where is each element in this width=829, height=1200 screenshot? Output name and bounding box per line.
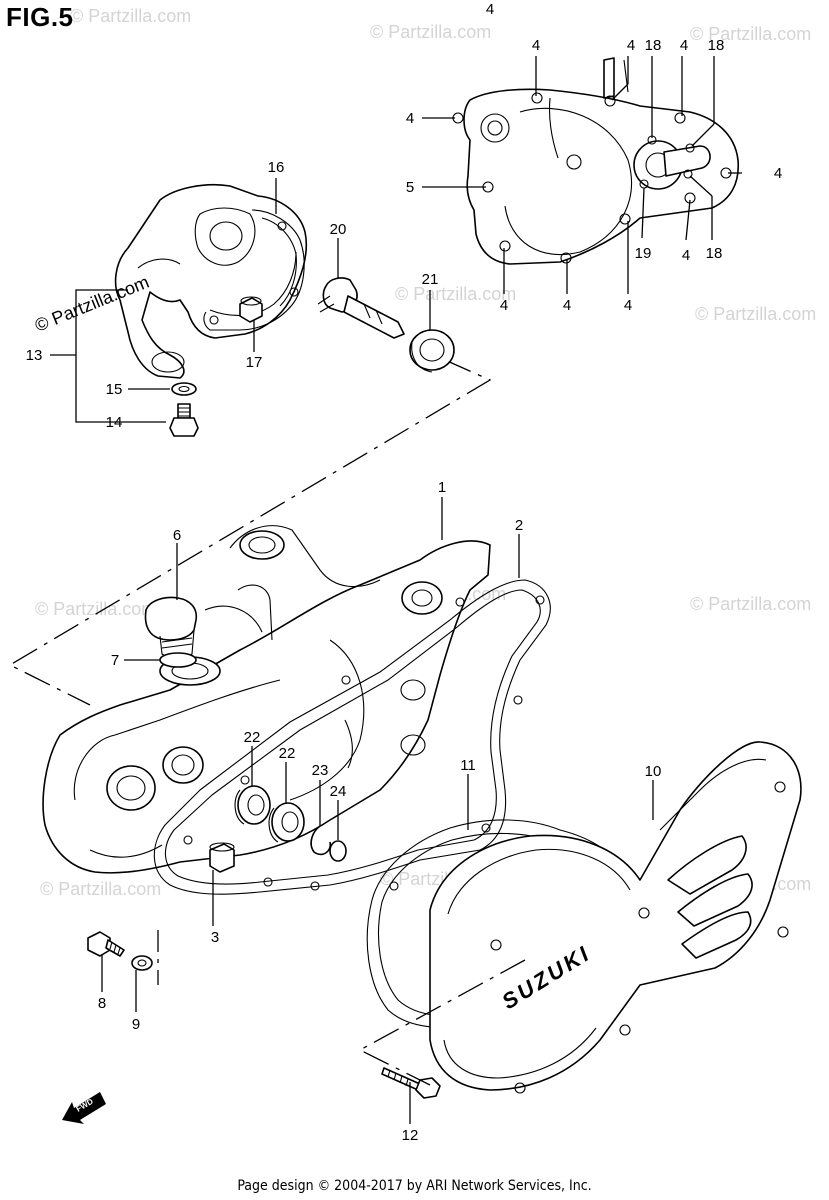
pump-cover-gasket [203,209,305,331]
callout-label: 4 [532,37,540,54]
callout-label: 8 [98,995,106,1012]
callout-label: 1 [438,479,446,496]
impeller-shaft-20 [317,277,405,339]
callout-label: 23 [312,762,329,779]
dowel-pin-3 [209,842,235,873]
figure-title: FIG.5 [6,2,74,32]
watermark-text: © Partzilla.com [395,284,516,304]
water-pump-cover [114,183,308,379]
watermark-text: © Partzilla.com [690,594,811,614]
bolt-12 [381,1067,441,1099]
callout-label: 4 [624,297,632,314]
callout-label: 11 [460,757,476,774]
o-ring-24 [329,840,347,862]
leader-lines [50,56,742,1124]
callout-label: 20 [330,221,347,238]
watermark-text: © Partzilla.com [695,304,816,324]
watermark-text: © Partzilla.com [370,22,491,42]
callout-label: 4 [406,110,414,127]
callout-label: 4 [680,37,688,54]
callout-label: 4 [486,1,494,18]
callout-label: 19 [635,245,652,262]
callout-label: 7 [111,652,119,669]
callout-label: 18 [708,37,725,54]
callout-label: 14 [106,414,123,431]
page-footer: Page design © 2004-2017 by ARI Network S… [237,1178,592,1194]
callout-label: 22 [244,729,261,746]
callout-label: 17 [246,354,263,371]
watermark-text: © Partzilla.com [70,6,191,26]
oil-seal-21 [409,329,455,373]
callout-label: 2 [515,517,523,534]
fwd-arrow-icon: FWD [62,1092,106,1124]
bearing-22-a [234,785,271,825]
callout-label: 22 [279,745,296,762]
callout-label: 4 [627,37,635,54]
callout-label: 12 [402,1127,419,1144]
callout-label: 18 [706,245,723,262]
callout-label: 3 [211,929,219,946]
callout-label: 10 [645,763,662,780]
assembly-line [8,359,492,706]
oil-filler-cap-6 [144,596,198,660]
washer-9 [131,955,153,971]
callout-label: 21 [422,271,439,288]
callout-label: 16 [268,159,285,176]
o-ring-7 [159,652,197,668]
watermark-text: © Partzilla.com [35,599,156,619]
callout-labels: 4 4 18 4 18 4 4 5 19 4 18 4 4 4 16 20 21… [26,1,783,1144]
callout-label: 4 [682,247,690,264]
watermark-text: © Partzilla.com [40,879,161,899]
crankcase-cover-1 [42,525,491,874]
watermark-text: © Partzilla.com [690,24,811,44]
bolt-14 [169,403,199,437]
clutch-cover-inner [452,57,739,265]
callout-label: 4 [774,165,782,182]
dowel-pin-17 [239,296,263,323]
washer-15 [171,382,197,396]
bearing-22-b [268,802,305,843]
callout-label: 4 [563,297,571,314]
callout-label: 15 [106,381,123,398]
callout-label: 9 [132,1016,140,1033]
callout-label: 18 [645,37,662,54]
bolt-8 [87,931,125,957]
callout-label: 4 [500,297,508,314]
callout-label: 5 [406,179,414,196]
callout-label: 6 [173,527,181,544]
lower-assembly-lines [157,930,526,1086]
clutch-cover-10: SUZUKI [429,741,802,1094]
circlip-23 [310,825,332,856]
callout-label: 13 [26,347,43,364]
callout-label: 24 [330,783,347,800]
